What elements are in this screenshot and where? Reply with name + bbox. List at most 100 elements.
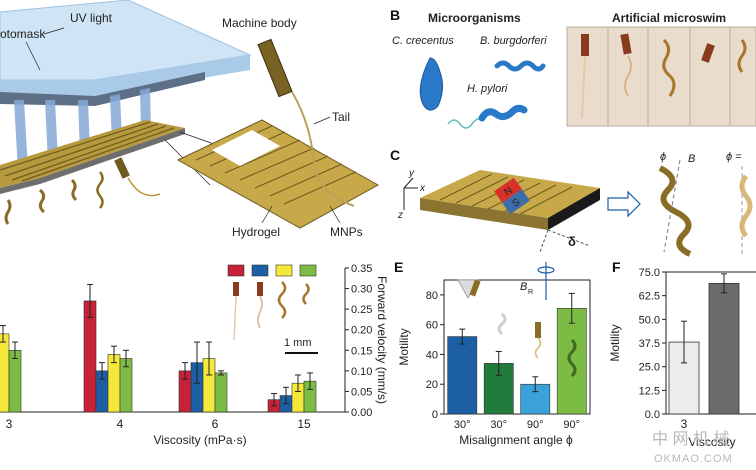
leader-line — [25, 41, 41, 71]
legend-swatch-blue — [251, 264, 269, 277]
y-tick-label: 0.25 — [351, 304, 372, 316]
h-pylori-cell — [478, 104, 528, 122]
y-tick-label: 0.35 — [351, 263, 372, 275]
bar — [0, 333, 10, 413]
y-tick-label: 0.00 — [351, 407, 372, 419]
label-mnps: MNPs — [330, 225, 363, 239]
scalebar-label: 1 mm — [284, 337, 312, 349]
y-tick-label: 20 — [426, 379, 438, 391]
inset-swimmer-1 — [469, 279, 481, 297]
y-tick-label: 0.05 — [351, 386, 372, 398]
artificial-microswimmers-title: Artificial microswim — [612, 11, 726, 25]
y-tick-label: 0.10 — [351, 366, 372, 378]
magnet: N S — [494, 177, 530, 215]
x-tick-label: 30° — [490, 419, 507, 431]
x-tick-label: 90° — [563, 419, 580, 431]
x-tick-label: 30° — [454, 419, 471, 431]
tail — [291, 91, 355, 207]
hydrogel-slab-side — [548, 188, 600, 230]
leader-line — [261, 205, 273, 224]
y-tick-label: 0.20 — [351, 325, 372, 337]
y-tick-label: 40 — [426, 349, 438, 361]
watermark-cn: 中 网 机 械 — [652, 430, 729, 448]
phi-label: ϕ — [660, 151, 666, 163]
bar — [447, 336, 478, 415]
microorganisms-title: Microorganisms — [428, 11, 521, 25]
rotation-icon — [537, 266, 555, 274]
swimmer-image-4-body — [701, 43, 715, 63]
y-axis-title: Motility — [397, 328, 411, 365]
plot-frame — [443, 279, 591, 415]
phi-equals-label: ϕ = — [726, 151, 742, 163]
hydrogel-window — [212, 130, 280, 166]
species-c-crecentus: C. crecentus — [392, 35, 454, 47]
panel-a-illustration: UV light otomask Machine body Tail Hydro… — [0, 0, 380, 239]
swimmer-tail — [127, 177, 161, 197]
legend-swimmer-2 — [257, 282, 263, 296]
bar — [214, 372, 228, 413]
substrate — [0, 120, 185, 188]
b-rotating-label: B — [520, 281, 527, 293]
x-axis-title: Viscosity — [688, 435, 735, 449]
y-tick-label: 75.0 — [639, 267, 660, 279]
axis-label-z: z — [397, 210, 403, 221]
leader-line — [313, 116, 331, 125]
x-tick-label: 3 — [681, 417, 688, 431]
swimmer-image-2-body — [620, 33, 632, 55]
label-photomask: otomask — [0, 27, 46, 41]
inset-swimmer-3 — [535, 322, 541, 338]
legend-swimmer-1 — [233, 282, 239, 296]
axis-label-x: x — [419, 183, 426, 194]
swimmer-image-3-body — [662, 38, 676, 97]
hydrogel-slab-front — [420, 198, 548, 230]
substrate-stripes — [0, 121, 175, 182]
artificial-microswimmer-strip — [566, 26, 756, 127]
y-tick-label: 50.0 — [639, 314, 660, 326]
y-tick-label: 37.5 — [639, 338, 660, 350]
angle-ref-line — [547, 229, 591, 247]
legend-swatch-green — [299, 264, 317, 277]
y-tick-label: 0.15 — [351, 345, 372, 357]
inset-swimmer-2 — [497, 312, 507, 336]
panel-f-chart: 0.012.525.037.550.062.575.03ViscosityMot… — [608, 267, 756, 449]
y-tick-label: 0.30 — [351, 284, 372, 296]
helix-axis — [663, 159, 681, 253]
panel-label-b: B — [390, 7, 400, 23]
panel-label-c: C — [390, 147, 400, 163]
watermark-en: OKMAO.COM — [654, 453, 733, 465]
transition-arrow — [607, 190, 641, 218]
y-tick-label: 60 — [426, 320, 438, 332]
label-tail: Tail — [332, 110, 350, 124]
y-tick-label: 0.0 — [645, 409, 660, 421]
released-swimmers — [4, 178, 78, 225]
swimmer-image-1-body — [581, 34, 589, 56]
c-crecentus-cell — [419, 57, 444, 111]
x-tick-label: 6 — [212, 417, 219, 431]
axis-label-y: y — [408, 168, 415, 179]
panel-c: C y x z N S δ ϕ B ϕ = — [390, 147, 753, 257]
b-field-label: B — [688, 153, 695, 165]
x-tick-label: 3 — [6, 417, 13, 431]
h-pylori-flagella — [447, 117, 483, 129]
hydrogel-sheet — [176, 119, 380, 229]
y-tick-label: 12.5 — [639, 385, 660, 397]
angle-delta: δ — [568, 234, 576, 249]
species-h-pylori: H. pylori — [467, 83, 508, 95]
y-tick-label: 25.0 — [639, 362, 660, 374]
bar — [708, 282, 740, 415]
panel-d-legend: 1 mm — [227, 264, 318, 354]
x-axis-title: Misalignment angle ϕ — [459, 433, 573, 447]
swimmer-image-5-body — [737, 39, 747, 73]
x-tick-label: 90° — [527, 419, 544, 431]
b-burgdorferi-cell — [494, 60, 546, 72]
legend-swimmer-4 — [302, 283, 310, 305]
bar — [556, 307, 587, 415]
second-helix — [739, 174, 753, 238]
panel-e-insets: B R — [457, 262, 577, 378]
uv-light-slab-side — [0, 55, 250, 96]
bar — [8, 349, 22, 413]
angle-ref-line — [539, 229, 549, 253]
leader-line — [43, 27, 65, 35]
